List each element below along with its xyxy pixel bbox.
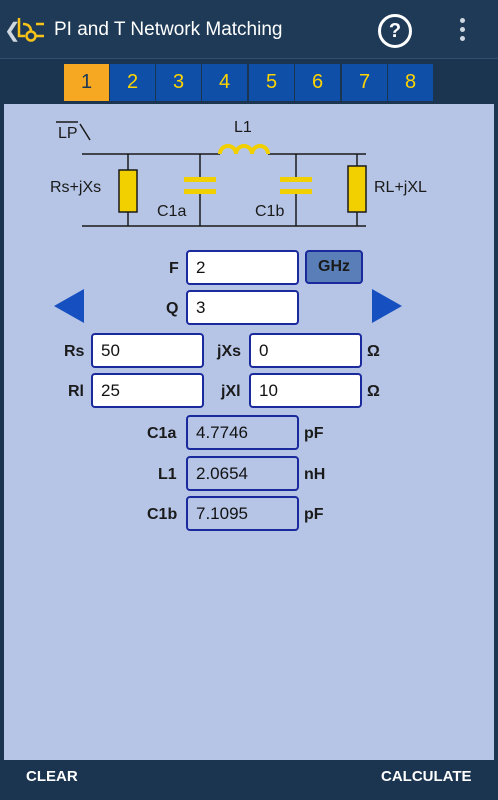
- capacitor-c1b-icon: [280, 177, 312, 182]
- app-title: PI and T Network Matching: [54, 19, 283, 40]
- tab-7[interactable]: 7: [342, 64, 387, 101]
- jxs-unit: Ω: [367, 343, 380, 360]
- clear-button[interactable]: CLEAR: [26, 768, 78, 785]
- tab-6[interactable]: 6: [295, 64, 340, 101]
- inductor-label: L1: [234, 119, 252, 136]
- lowpass-filter-icon: [56, 121, 91, 141]
- next-arrow-icon[interactable]: [370, 288, 404, 324]
- cap2-label: C1b: [255, 203, 284, 220]
- cap1-label: C1a: [157, 203, 186, 220]
- tab-5[interactable]: 5: [249, 64, 294, 101]
- tab-bar: 1 2 3 4 5 6 7 8: [0, 58, 498, 104]
- load-resistor-icon: [347, 165, 367, 213]
- tab-8[interactable]: 8: [388, 64, 433, 101]
- c1b-result-unit: pF: [304, 506, 324, 523]
- overflow-menu-icon[interactable]: [452, 16, 472, 44]
- rs-label: Rs: [64, 343, 85, 360]
- tab-2[interactable]: 2: [110, 64, 155, 101]
- frequency-input[interactable]: 2: [186, 250, 299, 285]
- tab-1[interactable]: 1: [64, 64, 109, 101]
- q-label: Q: [166, 300, 179, 317]
- back-chevron-icon[interactable]: ❮: [4, 20, 21, 42]
- c1a-result: 4.7746: [186, 415, 299, 450]
- app-logo-icon: [17, 18, 44, 42]
- source-label: Rs+jXs: [50, 179, 101, 196]
- inductor-icon: [218, 144, 270, 155]
- l1-result-unit: nH: [304, 466, 326, 483]
- jxl-unit: Ω: [367, 383, 380, 400]
- f-label: F: [169, 260, 179, 277]
- help-icon[interactable]: ?: [378, 14, 412, 48]
- c1b-result: 7.1095: [186, 496, 299, 531]
- capacitor-c1a-icon: [184, 177, 216, 182]
- tab-3[interactable]: 3: [156, 64, 201, 101]
- rl-input[interactable]: 25: [91, 373, 204, 408]
- jxl-input[interactable]: 10: [249, 373, 362, 408]
- source-resistor-icon: [118, 169, 138, 213]
- c1b-result-label: C1b: [147, 506, 178, 523]
- load-label: RL+jXL: [374, 179, 427, 196]
- tab-4[interactable]: 4: [202, 64, 247, 101]
- calculate-button[interactable]: CALCULATE: [381, 768, 472, 785]
- bottom-action-bar: CLEAR CALCULATE: [0, 760, 498, 800]
- app-bar: ❮ PI and T Network Matching ?: [0, 0, 498, 58]
- jxl-label: jXl: [221, 383, 241, 400]
- filter-label: LP: [58, 125, 78, 142]
- frequency-unit-button[interactable]: GHz: [305, 250, 363, 284]
- jxs-label: jXs: [217, 343, 242, 360]
- previous-arrow-icon[interactable]: [52, 288, 86, 324]
- l1-result-label: L1: [158, 466, 177, 483]
- rl-label: Rl: [68, 383, 84, 400]
- c1a-result-label: C1a: [147, 425, 177, 442]
- l1-result: 2.0654: [186, 456, 299, 491]
- pi-network-schematic: LP L1 Rs+jXs C1a C1b RL+jXL: [50, 119, 427, 227]
- q-input[interactable]: 3: [186, 290, 299, 325]
- jxs-input[interactable]: 0: [249, 333, 362, 368]
- c1a-result-unit: pF: [304, 425, 324, 442]
- rs-input[interactable]: 50: [91, 333, 204, 368]
